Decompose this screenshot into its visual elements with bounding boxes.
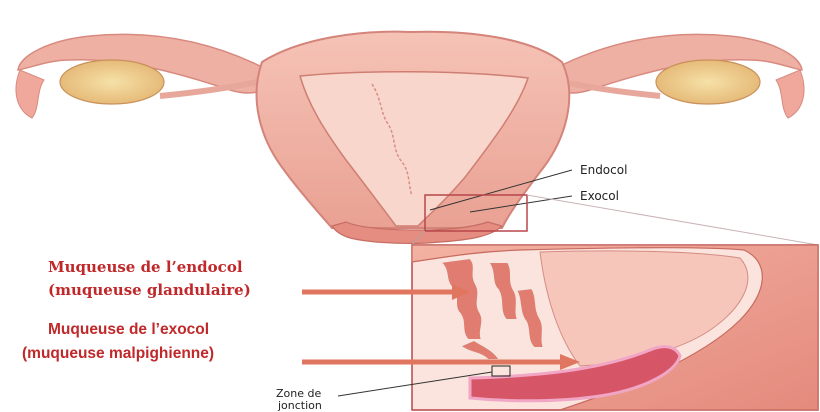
zoom-panel xyxy=(412,245,818,410)
endocol-mucosa-label-line2: (muqueuse glandulaire) xyxy=(48,281,251,299)
exocol-mucosa-label-line2: (muqueuse malpighienne) xyxy=(22,345,214,362)
ovary-left xyxy=(60,60,164,104)
endocol-label: Endocol xyxy=(580,163,627,177)
endocol-mucosa-label-line1: Muqueuse de l’endocol xyxy=(48,258,243,276)
exocol-mucosa-label-line1: Muqueuse de l’exocol xyxy=(48,321,209,338)
exocol-label: Exocol xyxy=(580,189,619,203)
junction-label-line2: jonction xyxy=(277,399,322,412)
ovary-right xyxy=(656,60,760,104)
